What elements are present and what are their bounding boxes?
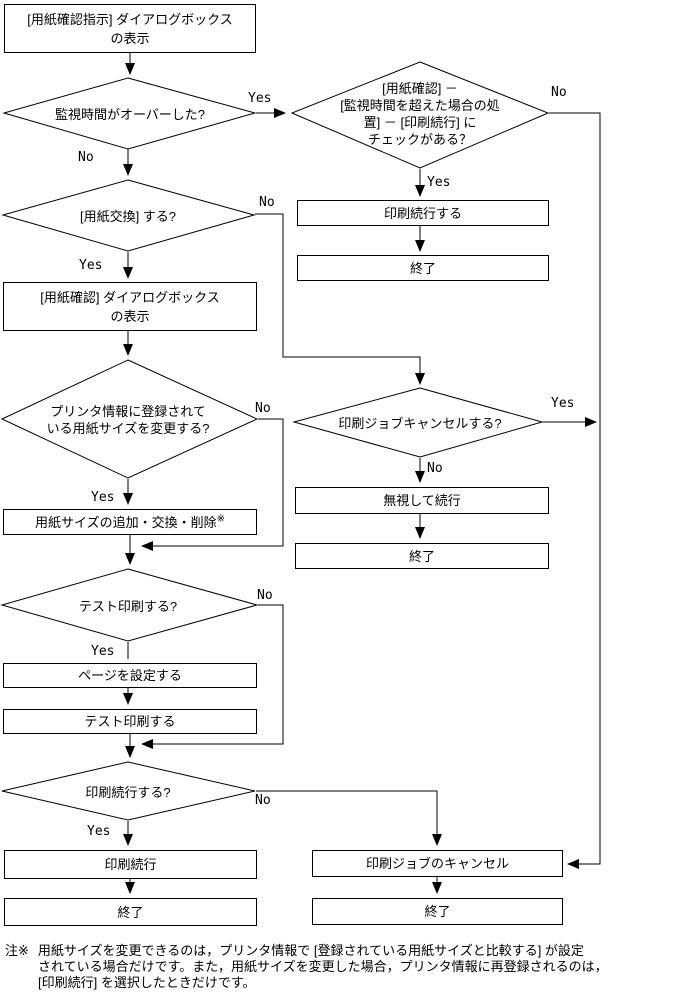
diamond-monitor-time [2,77,257,150]
diamond-check-setting [290,61,550,169]
edge-label-check-yes: Yes [426,175,452,190]
edge-label-continue-no: No [254,793,272,808]
edge-label-jobcancel-yes: Yes [550,396,576,411]
edge-label-jobcancel-no: No [426,461,444,476]
edge-label-monitor-yes: Yes [247,91,273,106]
footnote-line2: されている場合だけです。また，用紙サイズを変更した場合，プリンタ情報に再登録され… [38,959,608,974]
node-test-print-action: テスト印刷する [3,709,257,734]
edge-check-no-to-cancel-box [549,112,601,869]
edge-continue-no-to-cancel [256,790,442,846]
diamond-print-continue [1,761,256,821]
node-print-job-cancel: 印刷ジョブのキャンセル [312,850,563,877]
footnote-line1: 用紙サイズを変更できるのは，プリンタ情報で [登録されている用紙サイズと比較する… [37,943,584,958]
node-start-box: [用紙確認指示] ダイアログボックス の表示 [4,4,256,53]
node-start-line2: の表示 [110,30,150,46]
node-paper-confirm-dialog: [用紙確認] ダイアログボックス の表示 [3,282,257,331]
node-dialog-line1: [用紙確認] ダイアログボックス [40,289,220,305]
edge-label-test-no: No [256,588,274,603]
edge-exchange-no-to-jobcancel [255,213,425,385]
edge-label-size-no: No [254,401,272,416]
edge-label-exchange-yes: Yes [78,258,104,273]
edge-label-continue-yes: Yes [86,824,112,839]
node-end-top-right: 終了 [297,255,549,281]
edge-size-no-merge [141,418,284,551]
node-end-mid-right: 終了 [295,543,549,569]
node-dialog-line2: の表示 [110,308,150,324]
node-start-line1: [用紙確認指示] ダイアログボックス [27,11,233,27]
edge-label-size-yes: Yes [90,490,116,505]
edge-label-check-no: No [550,85,568,100]
edge-label-monitor-no: No [77,150,95,165]
footnote-line3: [印刷続行] を選択したときだけです。 [38,975,256,990]
node-print-continue-do: 印刷続行する [297,200,549,226]
footnote: 注※ 用紙サイズを変更できるのは，プリンタ情報で [登録されている用紙サイズと比較… [5,943,667,991]
footnote-marker: 注※ [5,943,29,958]
diamond-job-cancel [292,387,544,458]
diamond-test-print [0,568,259,642]
note-ref-mark: ※ [216,513,225,525]
node-end-bottom-right: 終了 [312,898,563,925]
node-print-continue-action: 印刷続行 [4,850,257,879]
edge-test-no-merge [141,604,284,749]
node-ignore-continue: 無視して続行 [295,487,549,514]
node-set-page: ページを設定する [3,663,257,688]
node-end-bottom-left: 終了 [4,898,257,926]
node-size-edit: 用紙サイズの追加・交換・削除※ [3,509,257,535]
edge-label-exchange-no: No [258,195,276,210]
diamond-change-size [0,359,259,479]
edge-label-test-yes: Yes [90,644,116,659]
diamond-paper-exchange [1,179,256,252]
